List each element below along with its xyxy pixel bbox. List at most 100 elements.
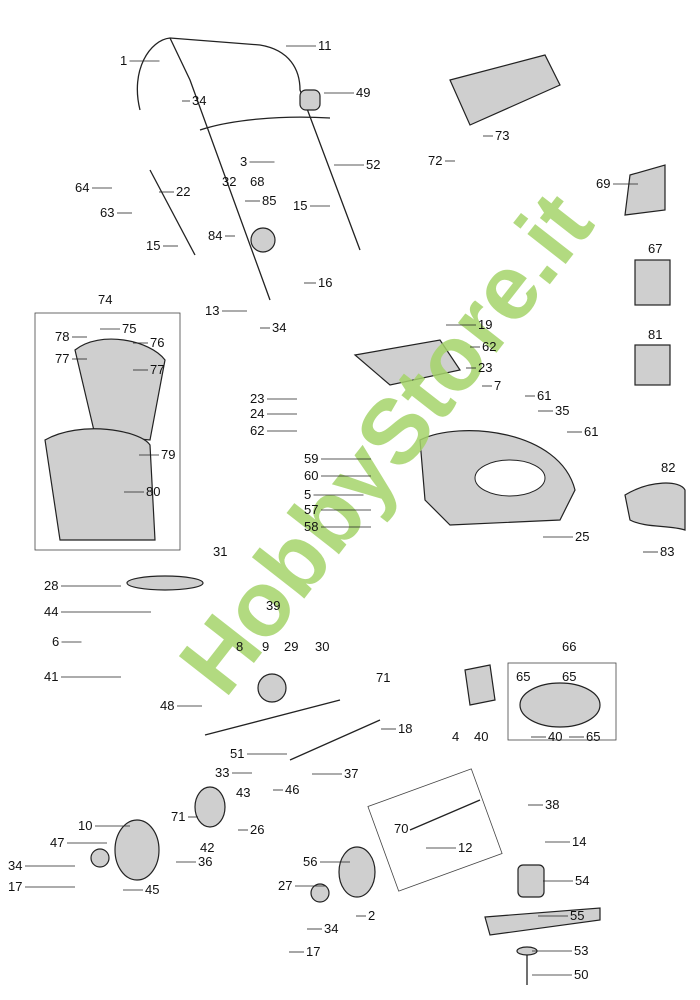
part-label-84: 84 [208, 228, 222, 243]
part-label-30: 30 [315, 639, 329, 654]
label-67 [634, 259, 671, 306]
part-label-55: 55 [570, 908, 584, 923]
part-label-76: 76 [150, 335, 164, 350]
grass-catcher-group-box [34, 312, 181, 551]
part-label-25: 25 [575, 529, 589, 544]
gearbox-29 [257, 673, 287, 703]
part-label-68: 68 [250, 174, 264, 189]
part-label-9: 9 [262, 639, 269, 654]
part-label-14: 14 [572, 834, 586, 849]
part-label-31: 31 [213, 544, 227, 559]
part-label-29: 29 [284, 639, 298, 654]
rear-flap-19 [353, 339, 461, 386]
part-label-11: 11 [318, 38, 332, 53]
part-label-40: 40 [548, 729, 562, 744]
washer-47 [90, 848, 110, 868]
part-label-51: 51 [230, 746, 244, 761]
washer-27 [310, 883, 330, 903]
part-label-36: 36 [198, 854, 212, 869]
part-label-19: 19 [478, 317, 492, 332]
control-knob [250, 227, 276, 253]
part-4 [464, 664, 496, 706]
part-label-15: 15 [293, 198, 307, 213]
part-label-47: 47 [50, 835, 64, 850]
part-label-61: 61 [584, 424, 598, 439]
part-label-23: 23 [250, 391, 264, 406]
part-label-62: 62 [482, 339, 496, 354]
cross-bar [199, 116, 331, 131]
blade-adapter-group-box [507, 662, 617, 741]
part-label-57: 57 [304, 502, 318, 517]
part-label-39: 39 [266, 598, 280, 613]
part-label-69: 69 [596, 176, 610, 191]
part-label-34: 34 [8, 858, 22, 873]
label-81 [634, 344, 671, 386]
part-label-66: 66 [562, 639, 576, 654]
part-label-34: 34 [192, 93, 206, 108]
part-label-32: 32 [222, 174, 236, 189]
part-label-65: 65 [586, 729, 600, 744]
part-label-61: 61 [537, 388, 551, 403]
part-label-23: 23 [478, 360, 492, 375]
catcher-top [74, 338, 166, 441]
cable-rod [149, 169, 196, 256]
blade-55 [484, 907, 601, 936]
part-label-78: 78 [55, 329, 69, 344]
part-label-59: 59 [304, 451, 318, 466]
part-label-64: 64 [75, 180, 89, 195]
switch-box [299, 89, 321, 111]
part-label-4: 4 [452, 729, 459, 744]
part-label-77: 77 [150, 362, 164, 377]
part-label-10: 10 [78, 818, 92, 833]
belt-28 [126, 575, 204, 591]
part-label-16: 16 [318, 275, 332, 290]
gear-42 [194, 786, 226, 828]
part-label-5: 5 [304, 487, 311, 502]
part-label-79: 79 [161, 447, 175, 462]
deflector-82 [624, 482, 686, 531]
part-label-54: 54 [575, 873, 589, 888]
part-label-22: 22 [176, 184, 190, 199]
part-label-41: 41 [44, 669, 58, 684]
upper-handle [136, 37, 361, 251]
part-label-27: 27 [278, 878, 292, 893]
part-label-56: 56 [303, 854, 317, 869]
part-label-85: 85 [262, 193, 276, 208]
part-label-28: 28 [44, 578, 58, 593]
part-label-65: 65 [562, 669, 576, 684]
part-label-12: 12 [458, 840, 472, 855]
part-label-58: 58 [304, 519, 318, 534]
part-label-49: 49 [356, 85, 370, 100]
rear-wheel-45 [114, 819, 160, 881]
deck-hole [474, 459, 546, 497]
part-label-45: 45 [145, 882, 159, 897]
blade-adapter [519, 682, 601, 728]
part-label-17: 17 [306, 944, 320, 959]
part-label-70: 70 [394, 821, 408, 836]
part-label-2: 2 [368, 908, 375, 923]
part-label-74: 74 [98, 292, 112, 307]
cover-73 [449, 54, 561, 126]
part-label-40: 40 [474, 729, 488, 744]
part-label-13: 13 [205, 303, 219, 318]
height-lever-group-box [367, 768, 503, 892]
part-label-35: 35 [555, 403, 569, 418]
part-label-43: 43 [236, 785, 250, 800]
part-label-63: 63 [100, 205, 114, 220]
part-label-83: 83 [660, 544, 674, 559]
part-label-37: 37 [344, 766, 358, 781]
part-label-3: 3 [240, 154, 247, 169]
part-label-81: 81 [648, 327, 662, 342]
part-label-77: 77 [55, 351, 69, 366]
lever-12 [409, 799, 481, 831]
watermark: HobbyStore.it [160, 174, 612, 712]
part-label-65: 65 [516, 669, 530, 684]
part-label-60: 60 [304, 468, 318, 483]
catcher-bag [44, 428, 156, 541]
part-label-67: 67 [648, 241, 662, 256]
front-wheel-2 [338, 846, 376, 898]
part-label-73: 73 [495, 128, 509, 143]
part-label-75: 75 [122, 321, 136, 336]
